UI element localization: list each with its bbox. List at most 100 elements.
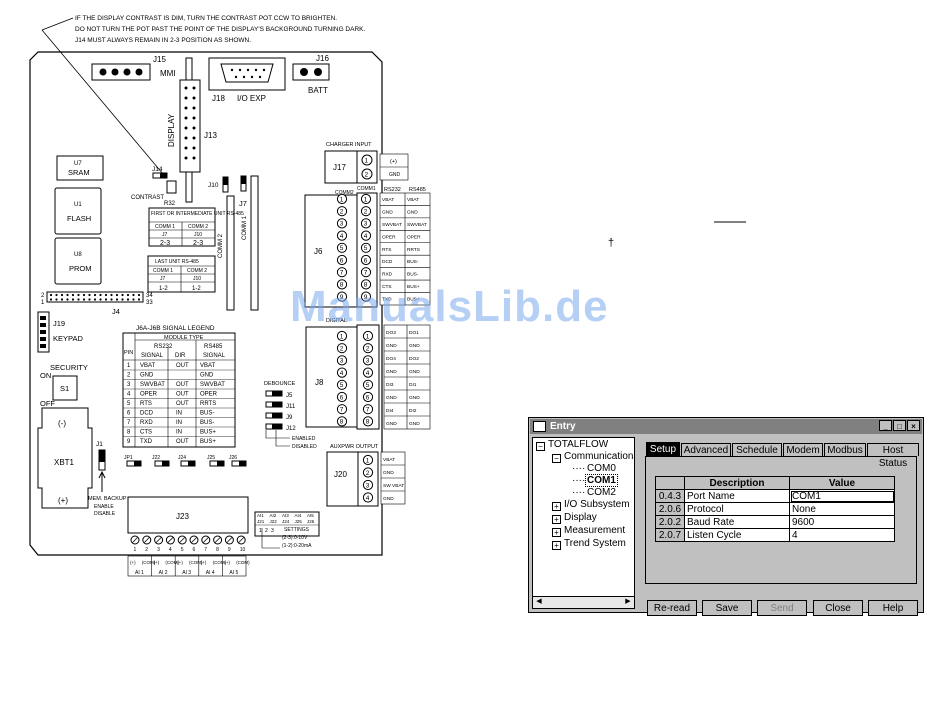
entry-titlebar[interactable]: Entry _ □ × xyxy=(530,419,922,434)
settings-opt1: (2-3):0-10V xyxy=(282,535,308,541)
j8-pin-number: 2 xyxy=(340,346,344,353)
j6-pin-number: 2 xyxy=(364,209,368,216)
j6-terminal xyxy=(336,230,348,241)
rs232-pin-label: RXD xyxy=(382,272,393,278)
tab-advanced[interactable]: Advanced xyxy=(681,443,731,456)
grid-value-cell[interactable]: 4 xyxy=(789,528,895,542)
tab-schedule[interactable]: Schedule xyxy=(732,443,782,456)
digital-right-label: DO2 xyxy=(409,356,419,362)
charger-pin-plus: (+) xyxy=(390,159,397,165)
jumper-table-first: FIRST OR INTERMEDIATE UNIT RS-485 COMM 1… xyxy=(148,207,244,247)
expand-icon[interactable]: + xyxy=(552,502,561,511)
ai-setting-col: AI1 xyxy=(257,513,264,518)
tree-communications[interactable]: Communications xyxy=(564,451,635,462)
contrast-label: CONTRAST xyxy=(131,195,164,201)
tree-measurement[interactable]: Measurement xyxy=(564,525,626,536)
j6-pin-number: 9 xyxy=(340,294,344,301)
tree-io-subsystem[interactable]: I/O Subsystem xyxy=(564,499,630,510)
expand-icon[interactable]: + xyxy=(552,528,561,537)
tab-modbus[interactable]: Modbus xyxy=(824,443,866,456)
digital-left-label: GND xyxy=(386,395,397,401)
expand-icon[interactable]: + xyxy=(552,515,561,524)
maximize-button[interactable]: □ xyxy=(893,420,906,431)
help-button[interactable]: Help xyxy=(868,600,918,616)
minimize-button[interactable]: _ xyxy=(879,420,892,431)
legend-pin-6: 6 xyxy=(127,411,131,417)
tree-root[interactable]: TOTALFLOW xyxy=(548,439,609,450)
legend-rs232-signal: TXD xyxy=(140,439,153,445)
j6-terminal xyxy=(336,279,348,290)
j8-pin-number: 3 xyxy=(340,358,344,365)
ai-label: AI 3 xyxy=(182,570,191,576)
expand-icon[interactable]: + xyxy=(552,541,561,550)
ai-jumper-label: J26 xyxy=(229,455,237,461)
legend-dir-value: IN xyxy=(176,420,182,426)
collapse-icon[interactable]: − xyxy=(552,454,561,463)
xbt1-battery xyxy=(37,407,93,509)
sram-label: SRAM xyxy=(68,168,90,177)
j4-header xyxy=(46,291,144,303)
close-window-button[interactable]: × xyxy=(907,420,920,431)
j6-terminal xyxy=(360,193,372,205)
grid-value-cell[interactable]: COM1 xyxy=(789,489,895,503)
tree-com0[interactable]: COM0 xyxy=(587,463,616,474)
legend-rs485-signal: OPER xyxy=(200,392,218,398)
send-button[interactable]: Send xyxy=(757,600,807,616)
window-icon xyxy=(533,421,546,432)
tab-setup[interactable]: Setup xyxy=(646,442,680,457)
j6-terminal xyxy=(336,193,348,205)
entry-window: Entry _ □ × − TOTALFLOW − Communications… xyxy=(528,417,924,616)
comm1-hdr: COMM1 xyxy=(357,186,376,192)
tree-horizontal-scrollbar[interactable]: ◀ ▶ xyxy=(533,596,634,608)
j6-terminal xyxy=(336,254,348,266)
scroll-left-icon[interactable]: ◀ xyxy=(536,598,542,605)
grid-row-number: 2.0.7 xyxy=(655,528,685,542)
grid-value-cell[interactable]: 9600 xyxy=(789,515,895,529)
tree-view[interactable]: − TOTALFLOW − Communications ···· COM0 ·… xyxy=(532,437,635,609)
grid-value-cell[interactable]: None xyxy=(789,502,895,516)
charger-input-label: CHARGER INPUT xyxy=(326,142,372,148)
jt-first-j10: J10 xyxy=(194,232,202,238)
tree-display[interactable]: Display xyxy=(564,512,597,523)
mem-enable: ENABLE xyxy=(94,504,114,510)
u7-label: U7 xyxy=(74,161,82,167)
scroll-right-icon[interactable]: ▶ xyxy=(625,598,631,605)
legend-rs485-signal: RRTS xyxy=(200,401,216,407)
collapse-icon[interactable]: − xyxy=(536,442,545,451)
j6-connector xyxy=(304,194,358,308)
jt-last-pos1: 1-2 xyxy=(159,286,168,292)
tab-host-status[interactable]: Host Status xyxy=(867,443,919,469)
j7-label: J7 xyxy=(239,199,247,208)
grid-row-number: 2.0.2 xyxy=(655,515,685,529)
ai-jumper-label: JP1 xyxy=(124,455,133,461)
off-label: OFF xyxy=(40,399,55,408)
rs485-pin-label: BUS+ xyxy=(407,297,420,303)
j6-terminal xyxy=(336,242,348,253)
save-button[interactable]: Save xyxy=(702,600,752,616)
j8-terminal xyxy=(362,416,374,427)
legend-rs485-signal: BUS+ xyxy=(200,430,216,436)
j17-label: J17 xyxy=(333,163,346,172)
xbt1-label: XBT1 xyxy=(54,458,75,467)
j8-pin-number: 4 xyxy=(340,370,344,377)
jt-first-pos1: 2-3 xyxy=(160,240,170,247)
tree-trend-system[interactable]: Trend System xyxy=(564,538,626,549)
debounce-j12-label: J12 xyxy=(286,426,296,432)
reread-button[interactable]: Re-read xyxy=(647,600,697,616)
jt-first-col1: COMM 1 xyxy=(155,224,175,230)
j8-terminal xyxy=(336,416,348,427)
tree-com1[interactable]: COM1 xyxy=(585,474,618,487)
j20-terminal xyxy=(362,492,374,503)
close-button[interactable]: Close xyxy=(813,600,863,616)
j6-terminal xyxy=(360,291,372,302)
tab-modem[interactable]: Modem xyxy=(783,443,823,456)
tree-com2[interactable]: COM2 xyxy=(587,487,616,498)
legend-pin-5: 5 xyxy=(127,401,131,407)
legend-rs232-signal: OPER xyxy=(140,392,158,398)
j8-terminal xyxy=(336,379,348,390)
